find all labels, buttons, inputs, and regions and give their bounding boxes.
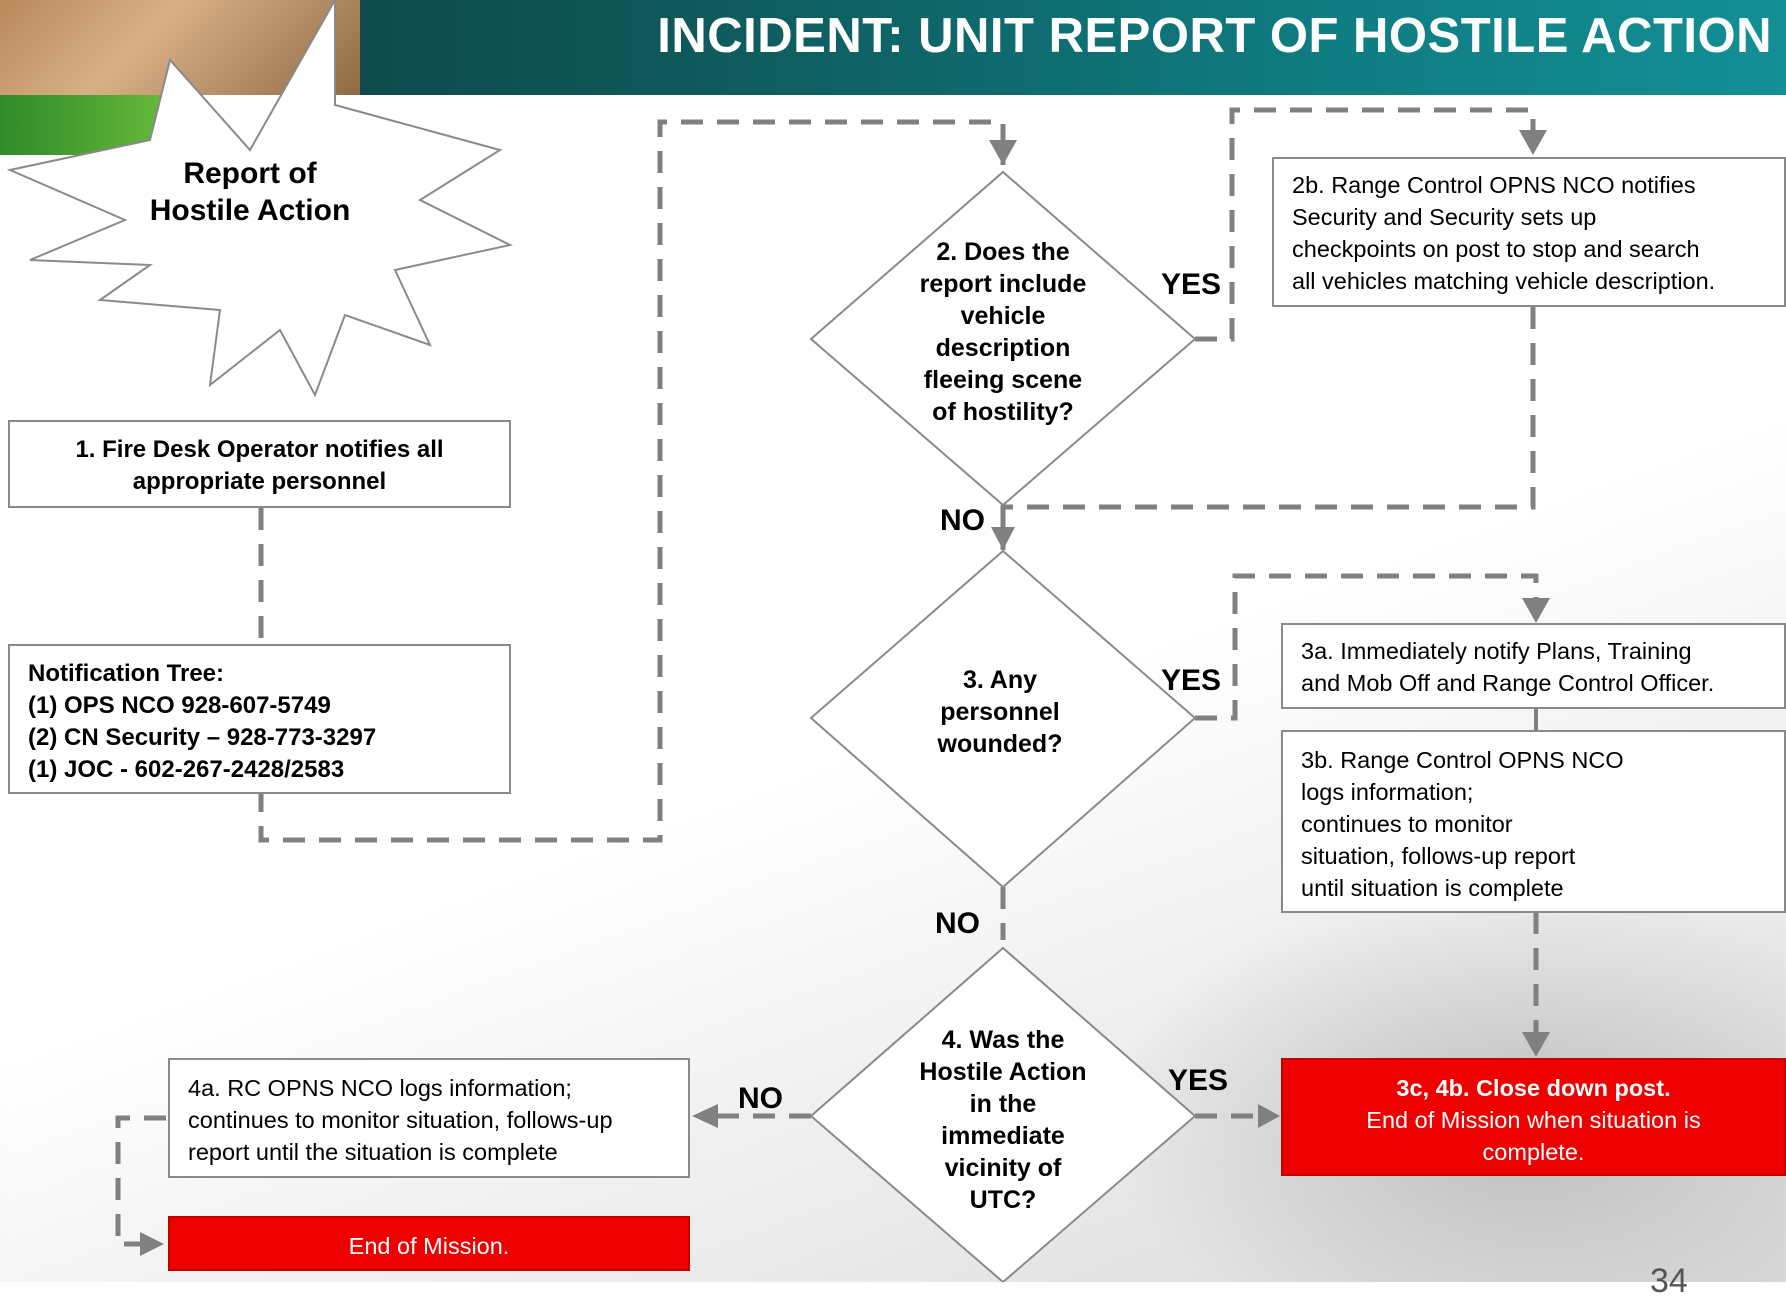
notification-tree-title: Notification Tree: [28,660,225,687]
decision2-text: 2. Does the report include vehicle descr… [893,236,1113,428]
arrowhead [1258,1104,1280,1128]
step3b-box: 3b. Range Control OPNS NCO logs informat… [1281,730,1786,913]
decision3-line: 3. Any [962,666,1038,694]
arrowhead [989,140,1017,165]
end-of-mission-box: End of Mission. [168,1216,690,1271]
decision4-diamond [809,946,1197,1282]
connector-tree-decision2 [258,119,1006,843]
decision4-line: vicinity of [944,1154,1062,1182]
connector-yes-3a [1195,573,1539,721]
connector-2b-merge [1003,307,1536,510]
step2b-line: 2b. Range Control OPNS NCO notifies [1292,172,1696,198]
step3a-box: 3a. Immediately notify Plans, Training a… [1281,623,1786,709]
end-of-mission-text: End of Mission. [348,1233,510,1259]
connector-yes-2b [1195,107,1536,342]
notification-item: (1) OPS NCO 928-607-5749 [28,692,331,719]
decision2-line: 2. Does the [936,238,1070,266]
decision2-diamond [809,170,1197,507]
notification-item: (1) JOC - 602-267-2428/2583 [28,756,345,783]
close-down-post-box: 3c, 4b. Close down post. End of Mission … [1281,1058,1786,1176]
step3b-line: situation, follows-up report [1301,843,1576,869]
decision4-line: UTC? [969,1186,1037,1214]
start-label: Report of Hostile Action [115,155,385,229]
close-down-title: 3c, 4b. Close down post. [1396,1075,1671,1101]
decision4-line: in the [969,1090,1037,1118]
step3a-line: 3a. Immediately notify Plans, Training [1301,638,1692,664]
decision3-text: 3. Any personnel wounded? [893,664,1107,760]
step3b-line: continues to monitor [1301,811,1513,837]
start-label-line1: Report of [183,157,317,190]
page-title: INCIDENT: UNIT REPORT OF HOSTILE ACTION [657,9,1772,63]
yes-label-decision3: YES [1161,664,1222,697]
step3b-line: logs information; [1301,779,1474,805]
decision2-line: fleeing scene [923,366,1083,394]
step3a-line: and Mob Off and Range Control Officer. [1301,670,1715,696]
step2b-box: 2b. Range Control OPNS NCO notifies Secu… [1272,157,1786,307]
decision2-line: vehicle [960,302,1046,330]
decision4-line: immediate [941,1122,1065,1150]
step4a-line: 4a. RC OPNS NCO logs information; [188,1075,572,1101]
close-down-line: complete. [1482,1139,1585,1165]
decision4-line: Hostile Action [919,1058,1087,1086]
start-burst-shape [6,0,513,398]
notification-item: (2) CN Security – 928-773-3297 [28,724,377,751]
decision3-line: personnel [940,698,1060,726]
step2b-line: checkpoints on post to stop and search [1292,236,1700,262]
notification-tree-box: Notification Tree: (1) OPS NCO 928-607-5… [8,644,511,794]
connector-4a-end [115,1115,166,1247]
step1-text: 1. Fire Desk Operator notifies all appro… [75,436,444,495]
step4a-box: 4a. RC OPNS NCO logs information; contin… [168,1058,690,1178]
decision4-line: 4. Was the [941,1026,1065,1054]
decision2-line: report include [919,270,1087,298]
decision2-line: description [935,334,1071,362]
arrowhead [1522,1032,1550,1057]
step1-box: 1. Fire Desk Operator notifies all appro… [8,420,511,508]
arrowhead [991,527,1015,550]
no-label-decision3: NO [935,907,980,940]
arrowhead [1522,598,1550,623]
no-label-decision2: NO [940,504,985,537]
arrowhead [140,1232,164,1256]
step3b-line: until situation is complete [1301,875,1564,901]
step2b-line: Security and Security sets up [1292,204,1597,230]
arrowhead [1519,130,1547,155]
yes-label-decision2: YES [1161,268,1222,301]
yes-label-decision4: YES [1168,1064,1229,1097]
no-label-decision4: NO [738,1082,783,1115]
decision3-line: wounded? [937,730,1063,758]
arrowhead [692,1104,718,1128]
step2b-line: all vehicles matching vehicle descriptio… [1292,268,1716,294]
decision4-text: 4. Was the Hostile Action in the immedia… [893,1024,1113,1216]
decision2-line: of hostility? [932,398,1074,426]
close-down-line: End of Mission when situation is [1366,1107,1701,1133]
start-label-line2: Hostile Action [149,194,351,227]
step4a-line: report until the situation is complete [188,1139,558,1165]
step3b-line: 3b. Range Control OPNS NCO [1301,747,1624,773]
step4a-line: continues to monitor situation, follows-… [188,1107,613,1133]
decision3-diamond [809,549,1197,889]
